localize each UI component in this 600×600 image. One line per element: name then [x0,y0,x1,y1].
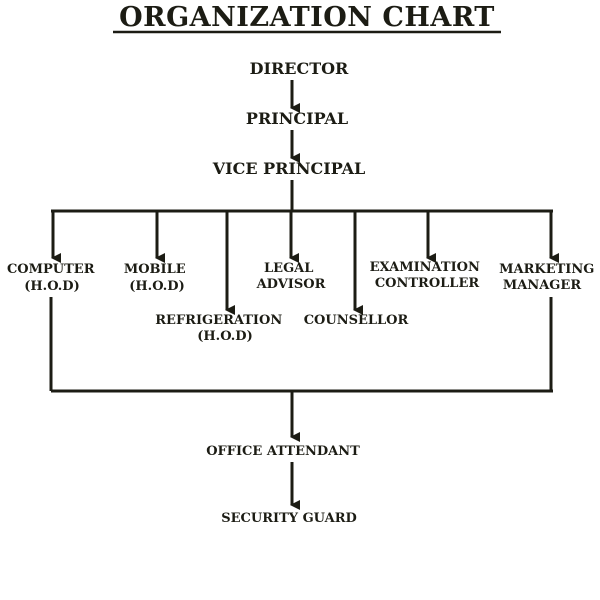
node-mobile-hod: MOBILE (H.O.D) [124,262,190,294]
node-examination-line1: EXAMINATION [370,260,480,275]
node-mobile-line1: MOBILE [124,262,186,277]
node-computer-line2: (H.O.D) [24,279,79,294]
node-counsellor: COUNSELLOR [304,313,409,328]
node-legal-line1: LEGAL [264,261,313,276]
node-legal-line2: ADVISOR [256,277,326,292]
node-refrigeration-hod: REFRIGERATION (H.O.D) [155,313,287,344]
node-director: DIRECTOR [250,59,349,78]
node-legal-advisor: LEGAL ADVISOR [256,261,326,292]
node-marketing-line1: MARKETING [499,262,594,277]
node-computer-line1: COMPUTER [7,262,95,277]
node-principal: PRINCIPAL [246,109,348,128]
node-vice-principal: VICE PRINCIPAL [212,159,366,178]
node-computer-hod: COMPUTER (H.O.D) [7,262,99,294]
node-marketing-line2: MANAGER [503,278,581,293]
node-office-attendant: OFFICE ATTENDANT [206,444,360,459]
node-examination-line2: CONTROLLER [375,276,480,291]
node-security-guard: SECURITY GUARD [221,511,357,526]
node-refrigeration-line2: (H.O.D) [197,329,252,344]
node-examination-controller: EXAMINATION CONTROLLER [370,260,485,291]
node-marketing-manager: MARKETING MANAGER [499,262,599,293]
node-mobile-line2: (H.O.D) [129,279,184,294]
node-refrigeration-line1: REFRIGERATION [155,313,282,328]
chart-title: ORGANIZATION CHART [119,2,495,33]
